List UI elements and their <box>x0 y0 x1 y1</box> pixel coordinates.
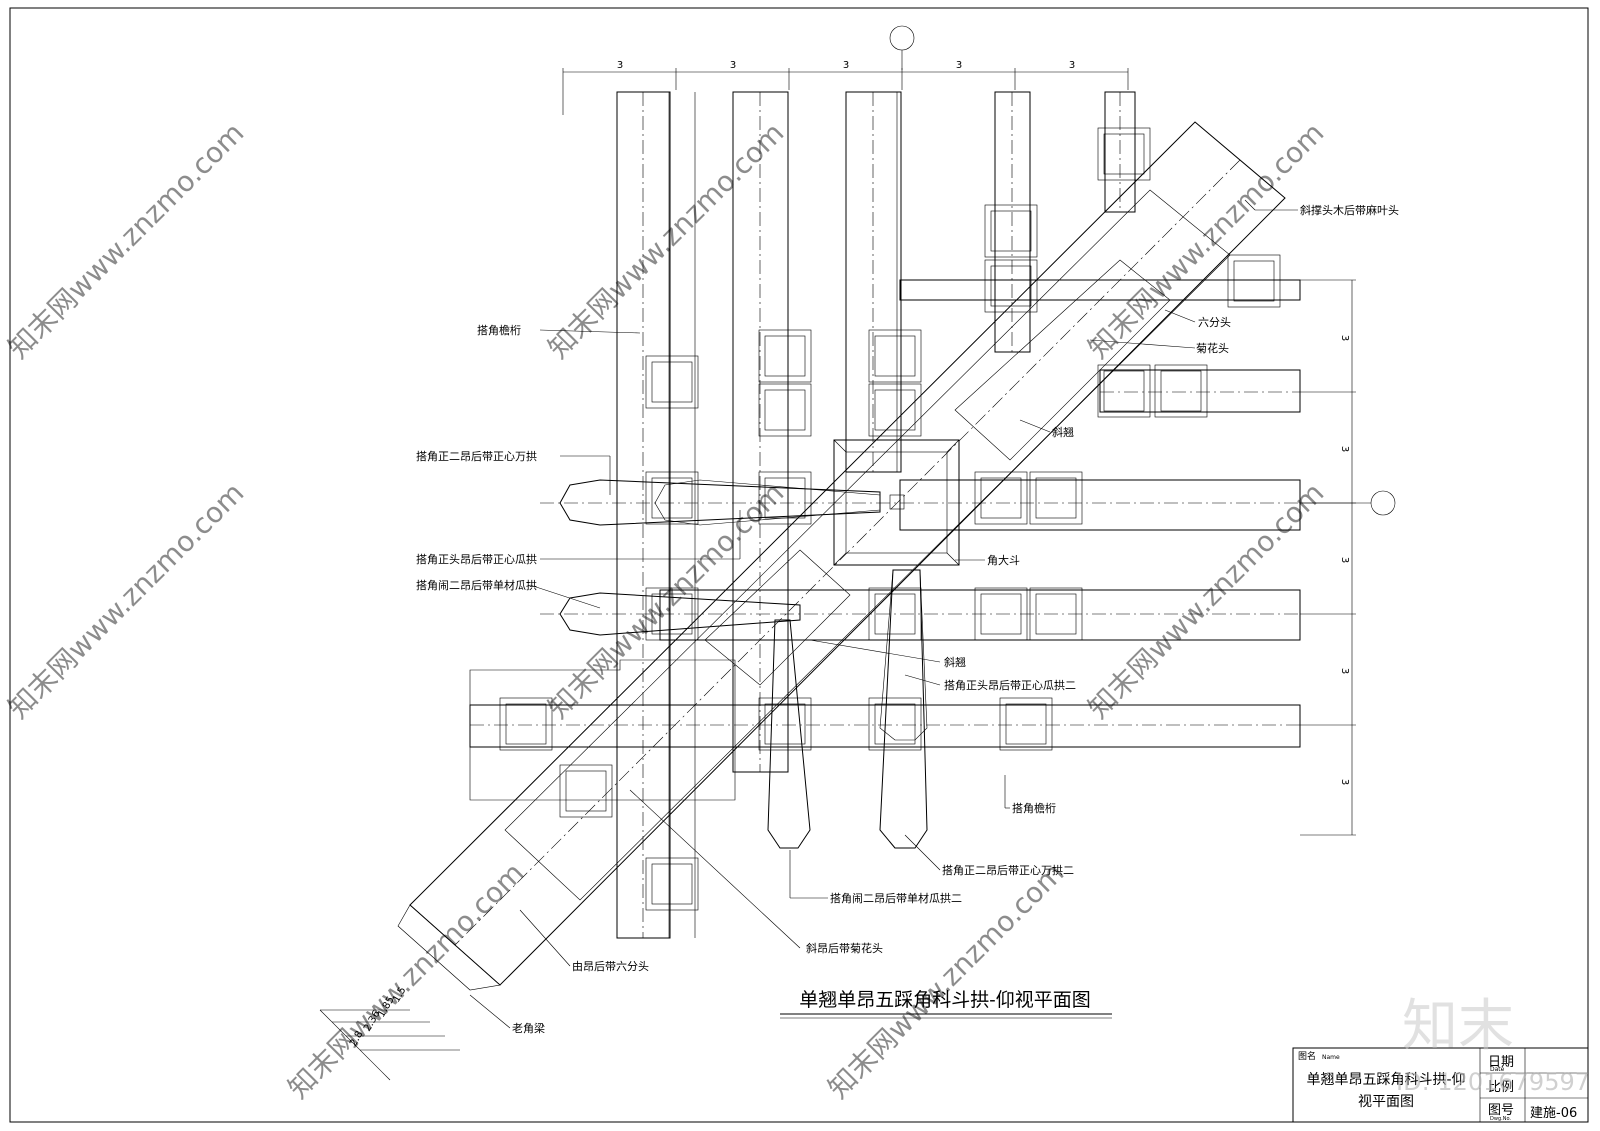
tb-number-label-en: Dwg.No. <box>1490 1116 1511 1122</box>
tb-name-label-en: Name <box>1322 1054 1340 1061</box>
label-xieqiao-top: 斜翘 <box>1052 426 1074 439</box>
drawing-title: 单翘单昂五踩角科斗拱-仰视平面图 <box>799 989 1090 1011</box>
watermark-tile: 知末网www.znzmo.com <box>1082 476 1331 725</box>
diagonal-beam-inner <box>504 189 1231 901</box>
tb-number-label: 图号 <box>1488 1103 1514 1118</box>
label-zheng-er-wan: 搭角正二昂后带正心万拱 <box>416 449 537 463</box>
right-dim-4: 3 <box>1339 668 1350 674</box>
label-youang-liufen: 由昂后带六分头 <box>572 959 649 973</box>
label-jiao-dadou: 角大斗 <box>987 553 1020 567</box>
label-zheng-er-wan2: 搭角正二昂后带正心万拱二 <box>942 863 1074 877</box>
label-chuang-er-gua2: 搭角闹二昂后带单材瓜拱二 <box>830 891 962 905</box>
top-dim-4: 3 <box>956 60 962 71</box>
title-block: 图名 Name 单翘单昂五踩角科斗拱-仰 视平面图 日期 Date 比例 图号 … <box>1292 1047 1589 1123</box>
right-dim-5: 3 <box>1339 779 1350 785</box>
label-liufen-top: 六分头 <box>1198 316 1231 329</box>
right-dimension-chain: 3 3 3 3 3 <box>1300 279 1396 836</box>
tb-date-label-en: Date <box>1490 1066 1505 1073</box>
label-laojiaoliang: 老角梁 <box>512 1021 545 1035</box>
diagonal-beam-outer <box>409 121 1286 986</box>
label-dajiao-yanheng-bottom: 搭角檐桁 <box>1012 801 1056 815</box>
axis-bubble-right <box>1370 490 1396 516</box>
label-zheng-tou-gua: 搭角正头昂后带正心瓜拱 <box>416 552 537 566</box>
top-dim-3: 3 <box>843 60 849 71</box>
watermark-tile: 知末网www.znzmo.com <box>282 856 531 1105</box>
annotations: 斜撑头木后带麻叶头 六分头 菊花头 斜翘 搭角檐桁 搭角正二昂后带正心万拱 搭角… <box>416 199 1399 1035</box>
tb-number-value: 建施-06 <box>1530 1106 1577 1121</box>
label-xieqiao-mid: 斜翘 <box>944 656 966 669</box>
watermark-tile: 知末网www.znzmo.com <box>542 116 791 365</box>
label-xieang-juhua: 斜昂后带菊花头 <box>806 942 883 955</box>
axis-bubble-top <box>889 25 915 51</box>
watermark-id: ID: 1201679597 <box>1396 1068 1590 1096</box>
label-juhua: 菊花头 <box>1196 342 1229 355</box>
top-dimension-chain: 3 3 3 3 3 <box>562 25 1129 115</box>
tb-name-label: 图名 <box>1298 1050 1316 1062</box>
corner-big-dou <box>833 439 960 566</box>
small-dou-blocks <box>499 127 1281 911</box>
watermark-tile: 知末网www.znzmo.com <box>2 476 251 725</box>
diagonal-members <box>397 121 1286 991</box>
tb-scale-label: 比例 <box>1488 1080 1514 1095</box>
top-dim-1: 3 <box>617 60 623 71</box>
watermark-brand: 知末 <box>1402 994 1514 1059</box>
label-zheng-tou-gua2: 搭角正头昂后带正心瓜拱二 <box>944 678 1076 692</box>
label-xiecheng: 斜撑头木后带麻叶头 <box>1300 203 1399 217</box>
label-dajiao-yanheng-top: 搭角檐桁 <box>477 323 521 337</box>
tb-name-line2: 视平面图 <box>1358 1094 1414 1110</box>
label-chuang-er-gua: 搭角闹二昂后带单材瓜拱 <box>416 578 537 592</box>
sheet-border <box>9 7 1589 1123</box>
vertical-members <box>616 91 1136 939</box>
horizontal-members <box>469 279 1301 801</box>
watermark-tile: 知末网www.znzmo.com <box>2 116 251 365</box>
top-dim-5: 3 <box>1069 60 1075 71</box>
top-dim-2: 3 <box>730 60 736 71</box>
right-dim-3: 3 <box>1339 557 1350 563</box>
right-dim-1: 3 <box>1339 335 1350 341</box>
tb-date-label: 日期 <box>1488 1055 1514 1070</box>
right-dim-2: 3 <box>1339 446 1350 452</box>
tb-name-line1: 单翘单昂五踩角科斗拱-仰 <box>1306 1072 1465 1088</box>
watermark-tile: 知末网www.znzmo.com <box>542 476 791 725</box>
